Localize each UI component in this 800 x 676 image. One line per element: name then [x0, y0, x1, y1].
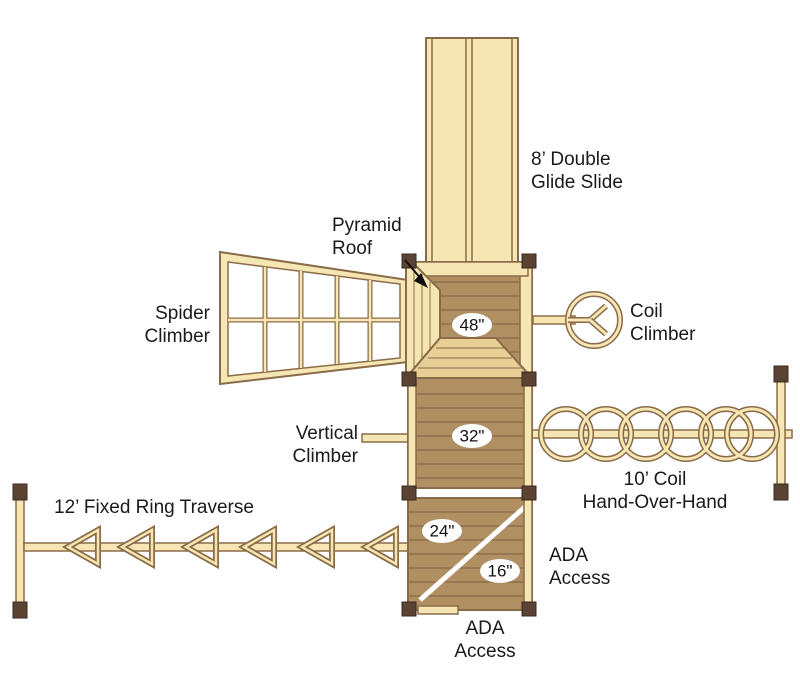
- deck-height-48: 48": [452, 313, 492, 337]
- ada-access-bottom-label: ADA Access: [440, 617, 530, 663]
- pyramid-roof: [403, 253, 535, 381]
- vertical-climber-label: Vertical Climber: [258, 422, 358, 468]
- spider-climber: [219, 250, 409, 386]
- coil-hand-over-hand-label-line1: 10’ Coil: [623, 469, 687, 490]
- pyramid-roof-label-line1: Pyramid: [332, 215, 402, 236]
- pyramid-roof-pointer: [404, 259, 428, 288]
- coil-hand-over-hand: [523, 365, 793, 501]
- deck-height-16: 16": [480, 559, 520, 583]
- ada-access-right-label-line1: ADA: [549, 545, 589, 566]
- pyramid-roof-label-line2: Roof: [332, 238, 373, 259]
- slide-label: 8’ Double Glide Slide: [531, 148, 623, 194]
- deck-height-16-label: 16": [488, 562, 513, 581]
- slide-label-line1: 8’ Double: [531, 149, 611, 170]
- deck-height-24-label: 24": [430, 522, 455, 541]
- ada-access-bottom-label-line2: Access: [454, 641, 516, 662]
- pyramid-roof-label: Pyramid Roof: [332, 214, 402, 260]
- coil-climber-label-line1: Coil: [630, 301, 663, 322]
- vertical-climber-label-line1: Vertical: [295, 423, 358, 444]
- deck-height-32: 32": [452, 424, 492, 448]
- spider-climber-label: Spider Climber: [118, 302, 210, 348]
- coil-hand-over-hand-label: 10’ Coil Hand-Over-Hand: [560, 468, 750, 514]
- coil-climber-label: Coil Climber: [630, 300, 695, 346]
- double-glide-slide: [425, 37, 519, 269]
- spider-climber-label-line1: Spider: [155, 303, 210, 324]
- play-tower: 48" 32" 24" 16": [401, 253, 537, 617]
- ada-access-right-label-line2: Access: [549, 568, 611, 589]
- coil-hand-over-hand-label-line2: Hand-Over-Hand: [582, 492, 728, 513]
- deck-height-48-label: 48": [460, 316, 485, 335]
- deck-height-32-label: 32": [460, 427, 485, 446]
- slide-label-line2: Glide Slide: [531, 172, 623, 193]
- fixed-ring-traverse: [12, 483, 409, 619]
- ring-traverse-label: 12’ Fixed Ring Traverse: [54, 497, 254, 518]
- ada-access-right-label: ADA Access: [549, 544, 610, 590]
- ada-access-bottom-label-line1: ADA: [465, 618, 505, 639]
- spider-climber-label-line2: Climber: [144, 326, 210, 347]
- deck-height-24: 24": [422, 519, 462, 543]
- coil-climber-label-line2: Climber: [630, 324, 696, 345]
- vertical-climber-label-line2: Climber: [292, 446, 358, 467]
- coil-climber: [532, 291, 623, 349]
- vertical-climber: [361, 433, 409, 443]
